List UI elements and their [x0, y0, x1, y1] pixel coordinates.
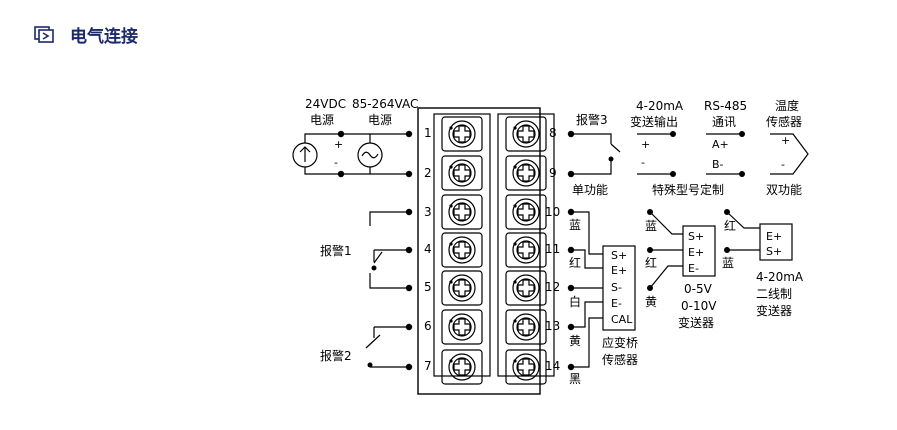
terminal-number-6: 6 [424, 319, 432, 333]
current-output-minus: - [641, 156, 645, 169]
dc-minus-sign: - [334, 156, 338, 169]
ctx-pin-e-plus: E+ [766, 230, 782, 243]
ac-power-label: 电源 [368, 113, 392, 127]
terminal-number-9: 9 [549, 166, 557, 180]
rs485-title: RS-485 [704, 99, 747, 113]
dc-power-label: 电源 [310, 113, 334, 127]
bridge-pin-cal: CAL [611, 313, 633, 326]
terminal-number-5: 5 [424, 280, 432, 294]
terminal-number-7: 7 [424, 359, 432, 373]
dc-voltage-label: 24VDC [305, 97, 346, 111]
terminal-number-3: 3 [424, 205, 432, 219]
bridge-wire-black: 黑 [569, 372, 581, 386]
terminal-screw-icon [441, 270, 483, 306]
terminal-block [417, 107, 555, 395]
section-title: 电气连接 [70, 26, 138, 47]
bridge-label-line1: 应变桥 [602, 335, 638, 350]
temperature-sensor: 温度 传感器 + - 双功能 [766, 98, 809, 197]
temp-sensor-minus: - [781, 158, 785, 171]
terminal-number-1: 1 [424, 126, 432, 140]
ctx-pin-s-plus: S+ [766, 245, 782, 258]
terminal-number-12: 12 [545, 280, 560, 294]
current-transmitter: 红 蓝 E+ S+ 4-20mA 二线制 变送器 [722, 209, 804, 318]
terminal-screw-icon [505, 232, 547, 268]
vtx-wire-yellow: 黄 [645, 295, 657, 309]
strain-bridge-sensor: 蓝 红 白 黄 黑 S+ E+ S- E- CAL 应变桥 传感器 [569, 211, 638, 386]
single-function-label: 单功能 [572, 183, 608, 197]
terminal-number-4: 4 [424, 242, 432, 256]
terminal-screw-icon [441, 309, 483, 345]
terminal-screw-icon [441, 194, 483, 230]
ctx-wire-blue: 蓝 [722, 256, 734, 270]
vtx-label-range1: 0-5V [684, 282, 713, 296]
ctx-wire-red: 红 [724, 218, 736, 233]
vtx-pin-e-minus: E- [688, 262, 699, 275]
ctx-label-type: 二线制 [756, 287, 792, 301]
temp-sensor-plus: + [781, 134, 790, 147]
current-output-plus: + [641, 138, 650, 151]
temp-sensor-subtitle: 传感器 [766, 114, 802, 129]
special-order-label: 特殊型号定制 [652, 182, 724, 197]
terminal-screw-icon [441, 155, 483, 191]
temp-sensor-title: 温度 [775, 98, 799, 113]
dc-plus-sign: + [334, 138, 343, 151]
bridge-pin-s-plus: S+ [611, 249, 627, 262]
alarm-2-contact: 报警2 [320, 326, 409, 368]
alarm-1-label: 报警1 [320, 243, 352, 258]
dual-function-label: 双功能 [766, 183, 802, 197]
alarm-1-contact: 报警1 [320, 243, 409, 289]
current-output-subtitle: 变送输出 [630, 114, 678, 129]
power-supply: 24VDC 电源 85-264VAC 电源 + - [292, 97, 418, 178]
terminal-number-13: 13 [545, 319, 560, 333]
rs485-port: RS-485 通讯 A+ B- [704, 99, 747, 177]
terminal-number-2: 2 [424, 166, 432, 180]
vtx-wire-red: 红 [645, 255, 657, 270]
terminal-number-11: 11 [545, 242, 560, 256]
terminal-screw-icon [441, 349, 483, 385]
terminal-screw-icon [505, 116, 547, 152]
vtx-pin-s-plus: S+ [688, 230, 704, 243]
alarm-3-contact: 报警3 单功能 [571, 112, 621, 197]
bridge-label-line2: 传感器 [602, 352, 638, 367]
terminal-screw-icon [505, 309, 547, 345]
bridge-wire-yellow: 黄 [569, 334, 581, 348]
bridge-wire-white: 白 [569, 294, 581, 309]
vtx-label-name: 变送器 [678, 315, 714, 330]
terminal-screw-icon [505, 194, 547, 230]
current-output-title: 4-20mA [636, 99, 684, 113]
terminal-screw-icon [441, 116, 483, 152]
rs485-b-minus: B- [712, 158, 724, 171]
rs485-a-plus: A+ [712, 138, 729, 151]
panel-arrow-icon [34, 26, 54, 43]
bridge-pin-s-minus: S- [611, 281, 622, 294]
terminal-screw-icon [505, 349, 547, 385]
terminal-number-14: 14 [545, 359, 560, 373]
section-header: 电气连接 [34, 22, 138, 47]
vtx-pin-e-plus: E+ [688, 246, 704, 259]
bridge-wire-blue: 蓝 [569, 218, 581, 232]
terminal-screw-icon [505, 270, 547, 306]
terminal-number-10: 10 [545, 205, 560, 219]
vtx-wire-blue: 蓝 [645, 219, 657, 233]
terminal-number-8: 8 [549, 126, 557, 140]
bridge-wire-red: 红 [569, 255, 581, 270]
bridge-pin-e-plus: E+ [611, 264, 627, 277]
rs485-subtitle: 通讯 [712, 115, 736, 129]
terminal-screw-icon [441, 232, 483, 268]
bridge-pin-e-minus: E- [611, 297, 622, 310]
voltage-transmitter: 蓝 红 黄 S+ E+ E- 0-5V 0-10V 变送器 [645, 209, 717, 330]
current-output: 4-20mA 变送输出 + - [630, 99, 684, 177]
vtx-label-range2: 0-10V [681, 299, 717, 313]
ctx-label-name: 变送器 [756, 303, 792, 318]
ac-voltage-label: 85-264VAC [352, 97, 418, 111]
alarm-3-label: 报警3 [576, 112, 608, 127]
alarm-2-label: 报警2 [320, 348, 352, 363]
ctx-label-range: 4-20mA [756, 270, 804, 284]
terminal-screw-icon [505, 155, 547, 191]
